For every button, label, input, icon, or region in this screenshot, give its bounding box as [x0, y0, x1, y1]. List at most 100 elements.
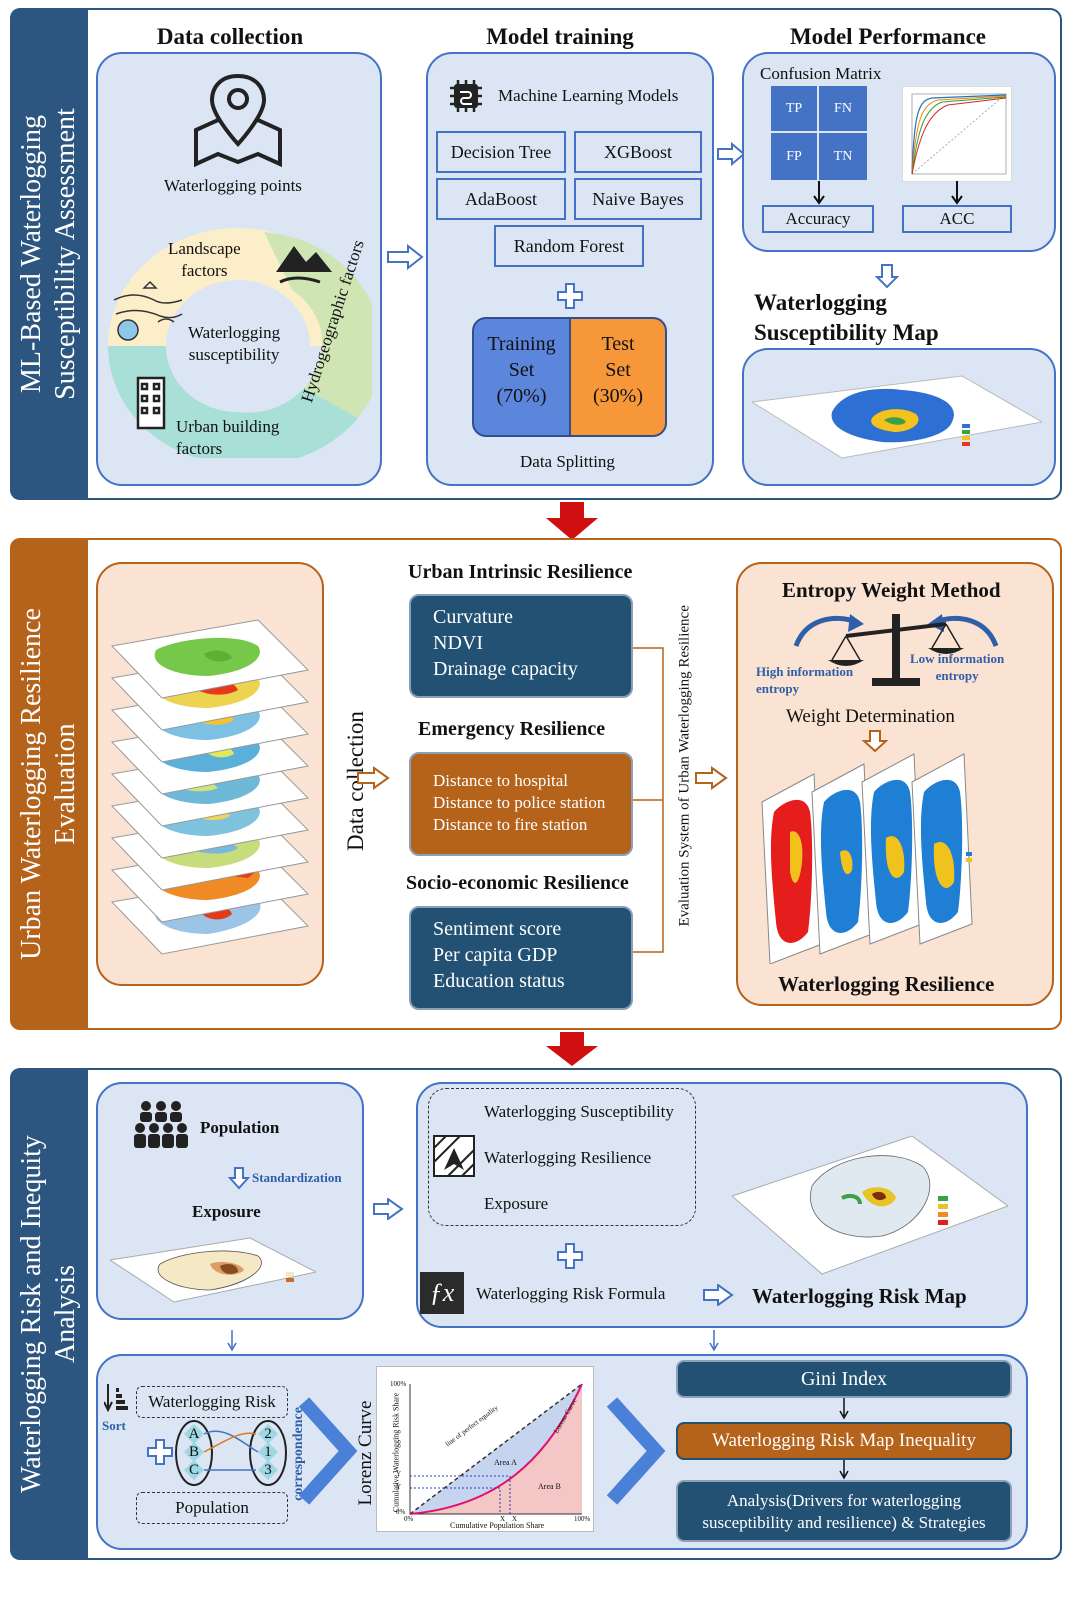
waterlogging-resilience-label: Waterlogging Resilience — [778, 972, 995, 996]
data-collection-title: Data collection — [156, 24, 304, 49]
emergency-resilience-box: Distance to hospital Distance to police … — [409, 752, 633, 856]
section3-sidebar-title: Waterlogging Risk and Inequity Analysis — [16, 1135, 81, 1493]
roc-chart-thumbnail — [902, 86, 1012, 182]
arrow-right-icon — [357, 766, 390, 790]
arrow-down-icon — [862, 730, 888, 753]
lorenz-tick-x-100: 100% — [574, 1515, 591, 1523]
risk-map-image — [732, 1135, 1008, 1275]
arrow-down-icon — [839, 1460, 849, 1480]
plus-icon — [147, 1439, 173, 1465]
evaluation-system-label: Evaluation System of Urban Waterlogging … — [676, 605, 693, 927]
socio-economic-resilience-title: Socio-economic Resilience — [406, 872, 629, 894]
socio-economic-resilience-box: Sentiment score Per capita GDP Education… — [409, 906, 633, 1010]
factor-donut — [108, 228, 372, 458]
lorenz-y-axis-label: Cumulative Waterlogging Risk Share — [391, 1392, 401, 1513]
risk-formula-label: Waterlogging Risk Formula — [476, 1284, 666, 1303]
arrow-right-icon — [717, 142, 746, 166]
population-dashed-box: Population — [136, 1492, 288, 1524]
arrow-down-icon — [839, 1398, 849, 1420]
function-icon: ƒx — [420, 1272, 464, 1314]
number-1: 1 — [264, 1444, 272, 1460]
low-entropy-label: Low information entropy — [910, 651, 1005, 683]
chevron-right-icon — [298, 1397, 358, 1505]
plus-icon — [557, 1243, 583, 1269]
component-susceptibility: Waterlogging Susceptibility — [484, 1102, 674, 1121]
standardization-label: Standardization — [252, 1170, 342, 1185]
test-set-box: Test Set (30%) — [569, 317, 667, 437]
waterlogging-points-label: Waterlogging points — [164, 176, 302, 195]
component-exposure: Exposure — [484, 1194, 549, 1213]
lorenz-tick-x-0: 0% — [404, 1515, 414, 1523]
gini-index-box: Gini Index — [676, 1360, 1012, 1398]
arrow-down-icon — [228, 1167, 250, 1190]
letter-c: C — [188, 1462, 199, 1478]
component-resilience: Waterlogging Resilience — [484, 1148, 652, 1167]
population-icon — [134, 1101, 188, 1148]
data-splitting-label: Data Splitting — [520, 452, 615, 471]
correspondence-diagram — [175, 1420, 287, 1486]
accuracy-box: Accuracy — [762, 205, 874, 233]
confusion-matrix: TP FN FP TN — [771, 86, 867, 180]
model-naive-bayes: Naive Bayes — [574, 178, 702, 220]
resilience-maps-image — [761, 753, 973, 964]
lorenz-area-a: Area A — [494, 1458, 517, 1467]
navigation-icon — [433, 1135, 475, 1177]
arrow-down-icon — [813, 181, 825, 205]
weight-determination-label: Weight Determination — [786, 706, 955, 727]
mountain-icon — [276, 246, 332, 284]
chip-icon — [450, 80, 482, 112]
lorenz-area-b: Area B — [538, 1482, 561, 1491]
model-random-forest: Random Forest — [494, 225, 644, 267]
letter-a: A — [188, 1426, 200, 1442]
arrow-right-icon — [703, 1284, 734, 1306]
lorenz-y-i-minus-1: Y — [396, 1483, 402, 1491]
ml-models-label: Machine Learning Models — [498, 86, 679, 105]
building-icon — [136, 376, 166, 430]
lorenz-tick-y-0: 0% — [396, 1508, 406, 1516]
exposure-map-image — [110, 1237, 316, 1303]
section1-sidebar: ML-Based Waterlogging Susceptibility Ass… — [10, 8, 88, 500]
intrinsic-resilience-title: Urban Intrinsic Resilience — [408, 561, 633, 583]
lorenz-title: Lorenz Curve — [355, 1400, 376, 1506]
susceptibility-map-title: Waterlogging Susceptibility Map — [754, 290, 939, 345]
lorenz-x-i: X — [512, 1515, 518, 1523]
risk-dashed-box: Waterlogging Risk — [136, 1386, 288, 1418]
confusion-matrix-label: Confusion Matrix — [760, 64, 882, 83]
layered-maps-stack — [110, 619, 310, 955]
susceptibility-map-image — [752, 375, 1042, 459]
cell-tp: TP — [771, 86, 817, 131]
letter-b: B — [188, 1444, 199, 1460]
cell-fn: FN — [819, 86, 867, 131]
arrow-right-icon — [387, 244, 424, 270]
intrinsic-resilience-box: Curvature NDVI Drainage capacity — [409, 594, 633, 698]
arrow-down-icon — [875, 264, 899, 289]
flow-arrow-down-icon — [546, 502, 598, 540]
flow-arrow-down-icon — [546, 1032, 598, 1066]
cell-tn: TN — [819, 133, 867, 180]
model-adaboost: AdaBoost — [436, 178, 566, 220]
sort-icon — [104, 1384, 128, 1413]
cell-fp: FP — [771, 133, 817, 180]
lorenz-curve-chart — [409, 1383, 583, 1515]
model-training-title: Model training — [486, 24, 634, 49]
risk-map-label: Waterlogging Risk Map — [752, 1284, 967, 1308]
lorenz-tick-y-100: 100% — [390, 1380, 407, 1388]
section2-sidebar: Urban Waterlogging Resilience Evaluation — [10, 538, 88, 1030]
entropy-weight-title: Entropy Weight Method — [782, 578, 1001, 602]
plus-icon — [557, 283, 583, 309]
arrow-down-icon — [227, 1330, 237, 1352]
number-2: 2 — [264, 1426, 272, 1442]
lorenz-x-i-minus-1: X — [500, 1515, 506, 1523]
emergency-resilience-title: Emergency Resilience — [418, 718, 606, 740]
section3-sidebar: Waterlogging Risk and Inequity Analysis — [10, 1068, 88, 1560]
susceptibility-center-label: Waterlogging susceptibility — [188, 323, 281, 364]
number-3: 3 — [264, 1462, 272, 1478]
terrain-map-icon — [113, 280, 183, 341]
sort-label: Sort — [102, 1418, 126, 1433]
model-decision-tree: Decision Tree — [436, 131, 566, 173]
landscape-factors-label: Landscape factors — [168, 239, 241, 280]
acc-box: ACC — [902, 205, 1012, 233]
high-entropy-label: High information entropy — [756, 664, 854, 696]
arrow-down-icon — [709, 1330, 719, 1352]
arrow-down-icon — [951, 181, 963, 205]
